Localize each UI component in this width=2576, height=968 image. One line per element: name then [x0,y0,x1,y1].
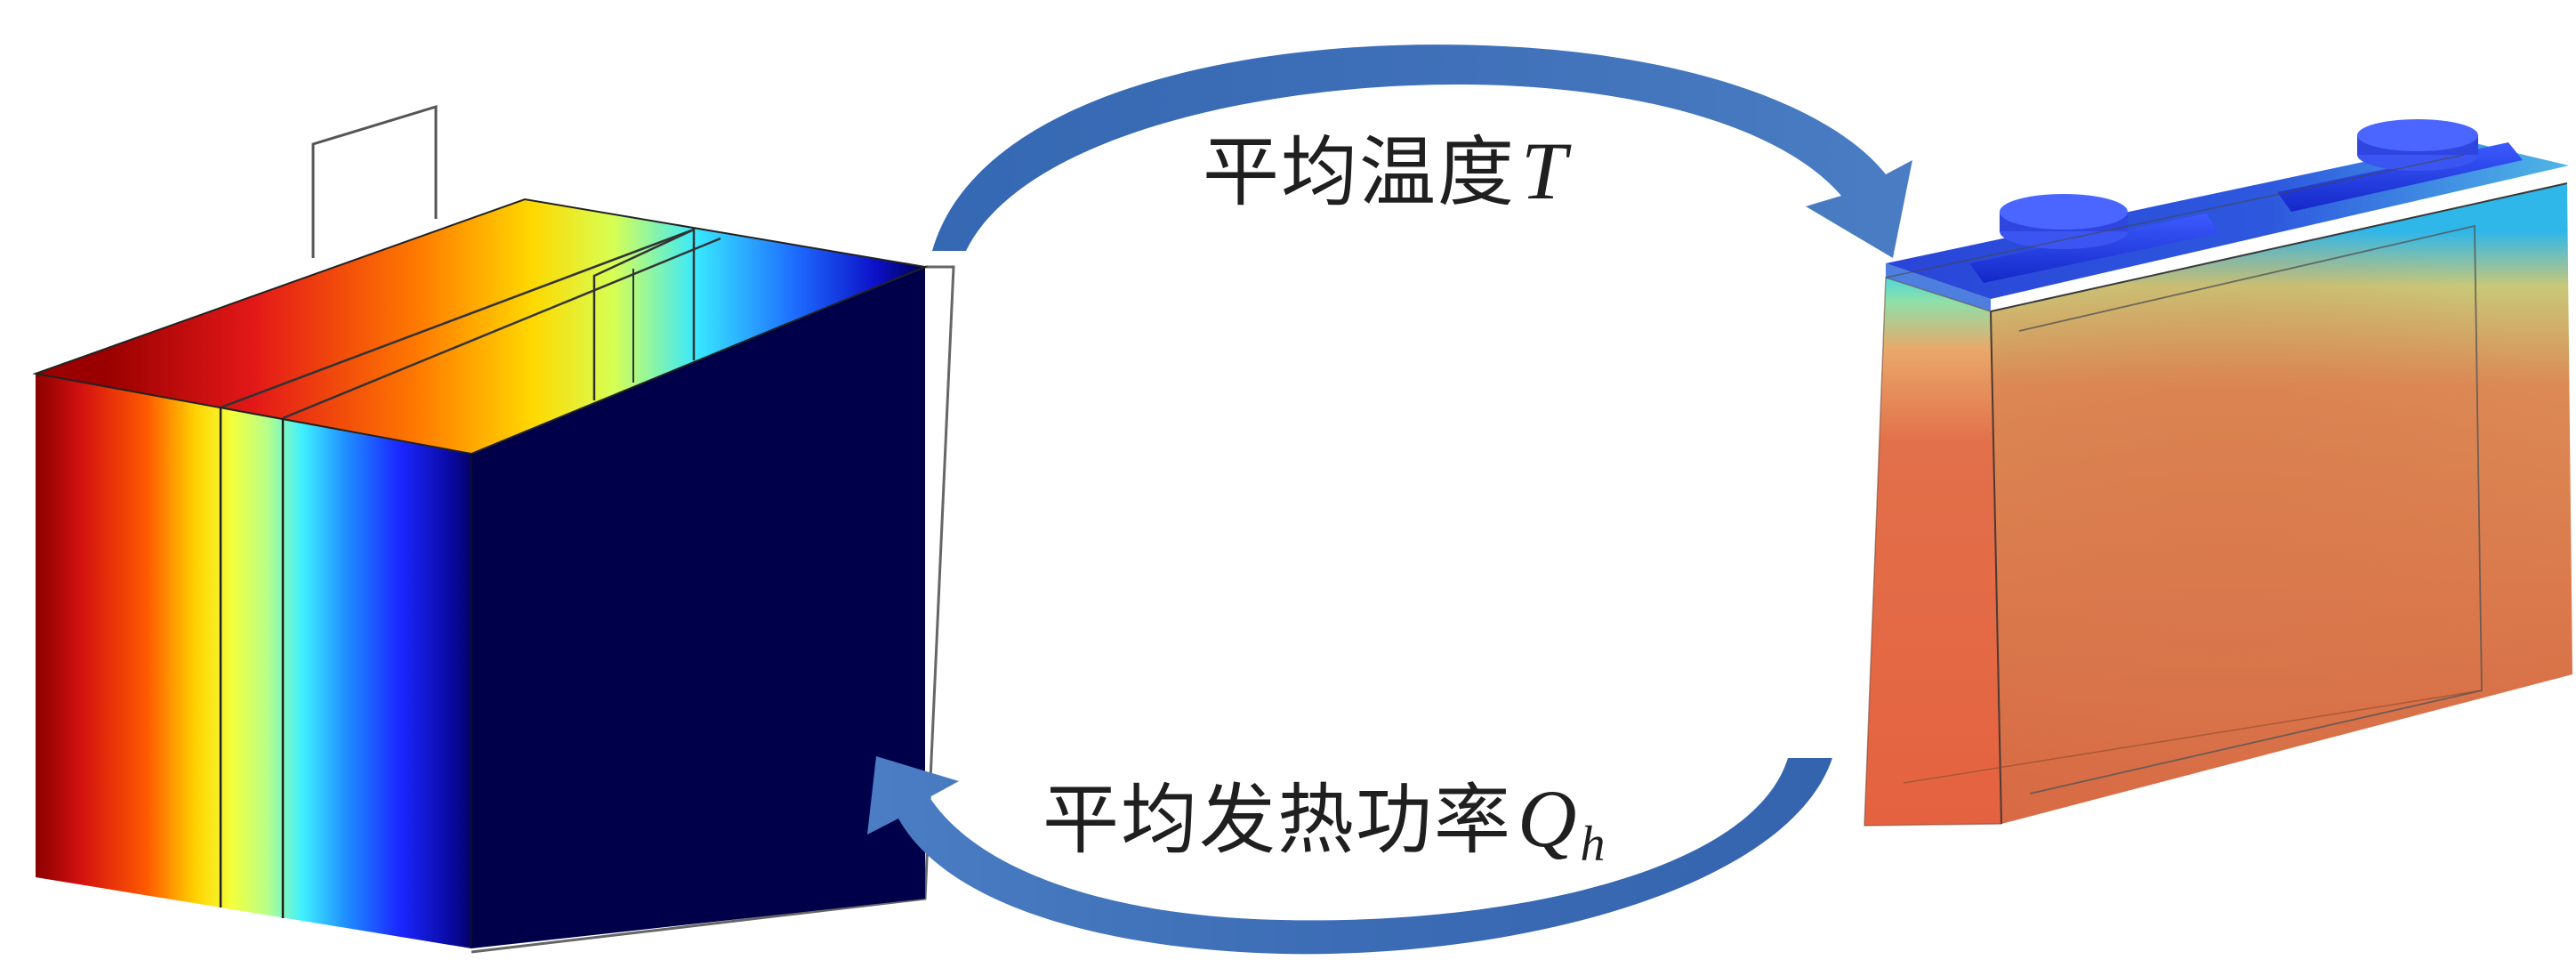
cell-side-face [471,267,925,948]
label-text: 平均发热功率 [1042,776,1512,865]
cell-frame-outline [471,265,955,954]
jet-colormap-cell-model [32,104,955,954]
battery-terminal [1969,194,2220,283]
label-subscript: h [1580,817,1607,872]
battery-terminal [2277,119,2523,212]
cell-tab-outline [592,228,696,400]
battery-glow [1991,183,2572,824]
battery-front-face [1864,278,2001,826]
label-variable: T [1521,125,1569,216]
battery-top-rim [1886,263,1991,311]
curved-arrow-right [932,44,1912,258]
label-variable: Q [1517,773,1579,864]
layer-line [282,237,721,420]
average-heat-power-label: 平均发热功率Qh [1042,778,1606,869]
battery-inner-edge [1885,154,2465,278]
curved-arrow-left [867,756,1832,955]
average-temperature-label: 平均温度T [1203,130,1568,212]
prismatic-battery-model [1864,119,2572,827]
layer-line [220,228,695,409]
battery-edge [1990,182,2568,312]
cell-edge-outline [32,198,929,456]
cell-front-face [36,374,471,948]
label-text: 平均温度 [1203,128,1516,217]
cell-tab-outline [311,104,438,258]
battery-outline [1864,276,2002,827]
cell-top-face [36,199,925,454]
battery-inner-edge [2018,224,2483,795]
